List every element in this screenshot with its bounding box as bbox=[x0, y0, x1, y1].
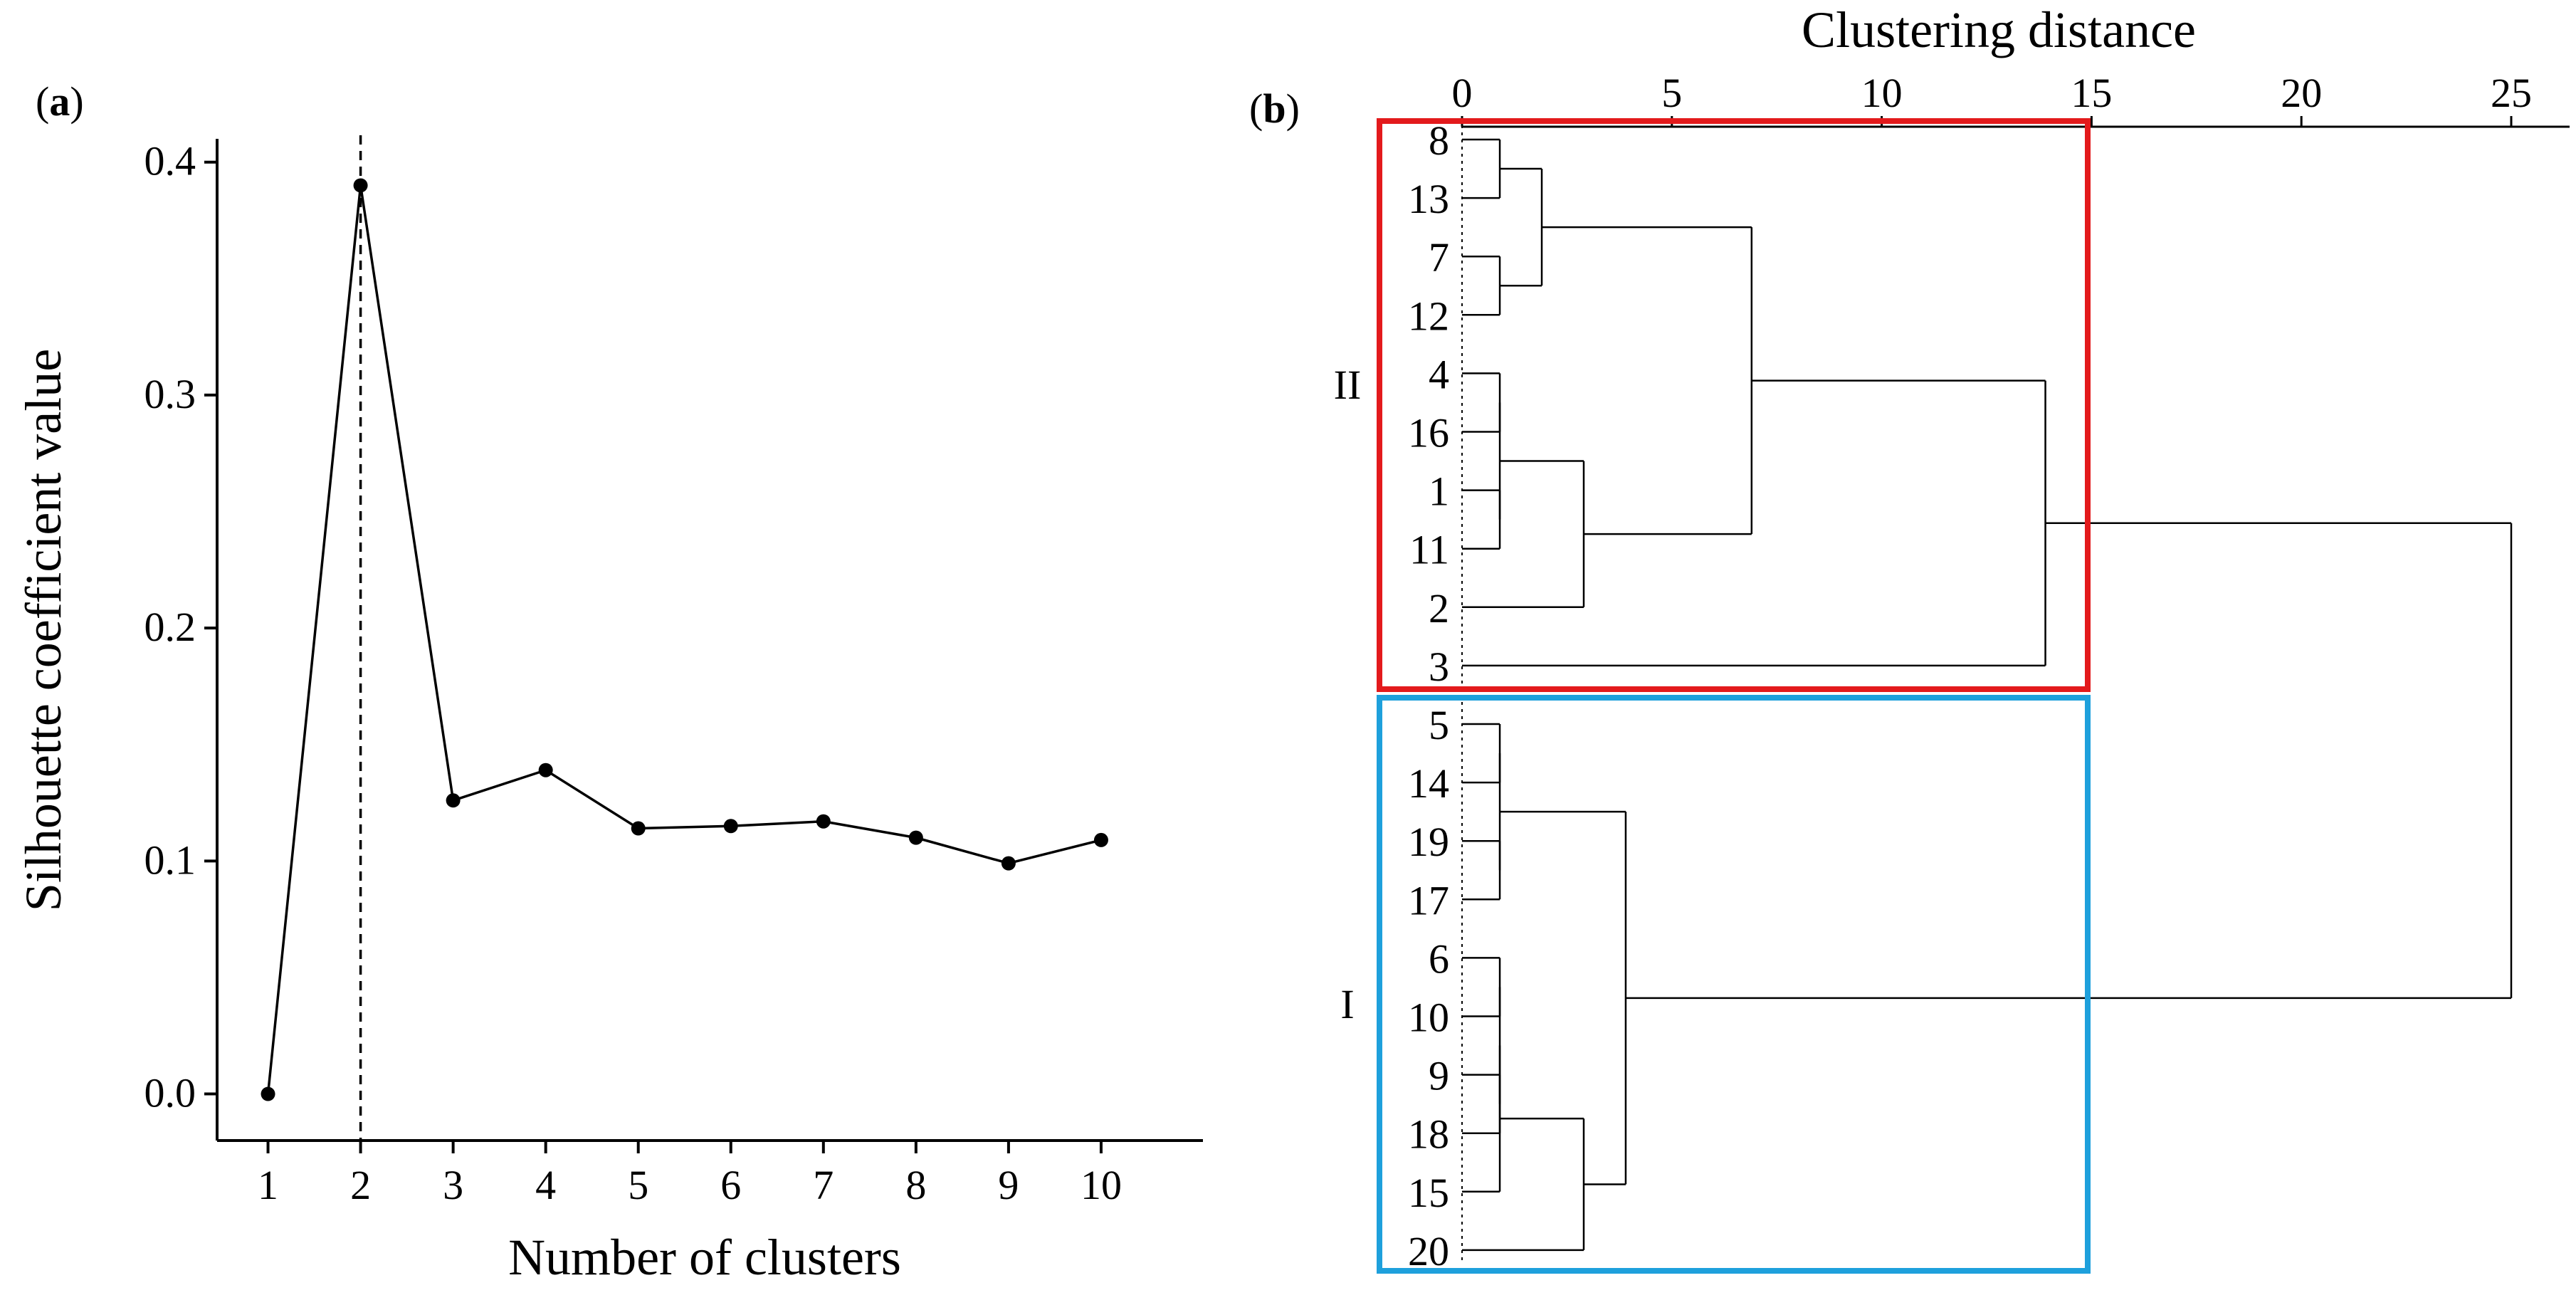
data-point bbox=[353, 178, 368, 193]
y-tick-label: 0.4 bbox=[144, 138, 196, 184]
data-point bbox=[816, 814, 831, 829]
panel-a-label: (a) bbox=[36, 78, 84, 125]
leaf-label: 15 bbox=[1408, 1170, 1449, 1216]
leaf-label: 3 bbox=[1429, 644, 1449, 690]
panel-b-axes: 0 5 10 15 20 25 bbox=[1452, 70, 2570, 128]
leaf-label: 7 bbox=[1429, 234, 1449, 281]
panel-a-plot bbox=[261, 135, 1108, 1141]
x-tick-label: 1 bbox=[258, 1162, 278, 1208]
panel-b-label: (b) bbox=[1249, 85, 1300, 132]
leaf-label: 4 bbox=[1429, 351, 1449, 397]
leaf-label: 13 bbox=[1408, 176, 1449, 222]
data-point bbox=[538, 762, 553, 777]
leaf-label: 19 bbox=[1408, 819, 1449, 865]
data-point bbox=[1093, 832, 1108, 847]
x-tick-label: 6 bbox=[720, 1162, 741, 1208]
x-tick-label: 3 bbox=[443, 1162, 463, 1208]
leaf-label: 12 bbox=[1408, 293, 1449, 339]
x-tick-label: 4 bbox=[535, 1162, 556, 1208]
x-tick-label: 10 bbox=[1081, 1162, 1122, 1208]
leaf-label: 10 bbox=[1408, 995, 1449, 1041]
data-point bbox=[1001, 856, 1016, 871]
x-tick-label: 15 bbox=[2071, 70, 2112, 116]
silhouette-line bbox=[266, 185, 1102, 1094]
x-tick-label: 9 bbox=[998, 1162, 1019, 1208]
leaf-label: 6 bbox=[1429, 935, 1449, 982]
cluster-box bbox=[1377, 118, 2091, 692]
leaf-label: 11 bbox=[1409, 527, 1449, 573]
panel-b-x-axis-title: Clustering distance bbox=[1802, 1, 2196, 58]
cluster-group-label: II bbox=[1334, 362, 1362, 408]
panel-a-axes: 0.0 0.1 0.2 0.3 0.4 1 2 3 4 5 6 7 8 9 10 bbox=[144, 138, 1203, 1208]
leaf-label: 8 bbox=[1429, 117, 1449, 164]
x-tick-label: 8 bbox=[905, 1162, 926, 1208]
leaf-label: 16 bbox=[1408, 410, 1449, 456]
data-point bbox=[723, 819, 738, 834]
y-tick-label: 0.1 bbox=[144, 837, 196, 883]
data-point bbox=[908, 830, 923, 845]
x-tick-label: 2 bbox=[350, 1162, 371, 1208]
x-tick-label: 5 bbox=[628, 1162, 648, 1208]
data-point bbox=[631, 821, 646, 836]
leaf-label: 9 bbox=[1429, 1053, 1449, 1099]
x-tick-label: 0 bbox=[1452, 70, 1473, 116]
y-tick-label: 0.2 bbox=[144, 604, 196, 650]
data-point bbox=[261, 1086, 275, 1101]
y-tick-label: 0.0 bbox=[144, 1070, 196, 1116]
data-point bbox=[446, 793, 461, 808]
x-tick-label: 10 bbox=[1861, 70, 1903, 116]
leaf-label: 1 bbox=[1429, 468, 1449, 515]
x-tick-label: 5 bbox=[1661, 70, 1682, 116]
panel-a: (a) 0.0 0.1 0.2 0.3 0.4 1 2 3 4 5 6 7 8 9 10 Number of… bbox=[15, 78, 1203, 1286]
panel-a-y-axis-title: Silhouette coefficient value bbox=[15, 349, 72, 911]
leaf-label: 18 bbox=[1408, 1111, 1449, 1158]
leaf-label: 20 bbox=[1408, 1228, 1449, 1274]
x-tick-label: 20 bbox=[2281, 70, 2322, 116]
y-tick-label: 0.3 bbox=[144, 371, 196, 417]
cluster-box bbox=[1377, 695, 2091, 1274]
cluster-group-label: I bbox=[1340, 981, 1354, 1027]
cluster-boxes: III bbox=[1334, 118, 2091, 1274]
x-tick-label: 25 bbox=[2491, 70, 2532, 116]
leaf-label: 5 bbox=[1429, 702, 1449, 748]
leaf-label: 17 bbox=[1408, 877, 1449, 923]
panel-a-x-axis-title: Number of clusters bbox=[508, 1229, 901, 1286]
x-tick-label: 7 bbox=[813, 1162, 834, 1208]
leaf-label: 2 bbox=[1429, 585, 1449, 631]
leaf-label: 14 bbox=[1408, 760, 1449, 807]
